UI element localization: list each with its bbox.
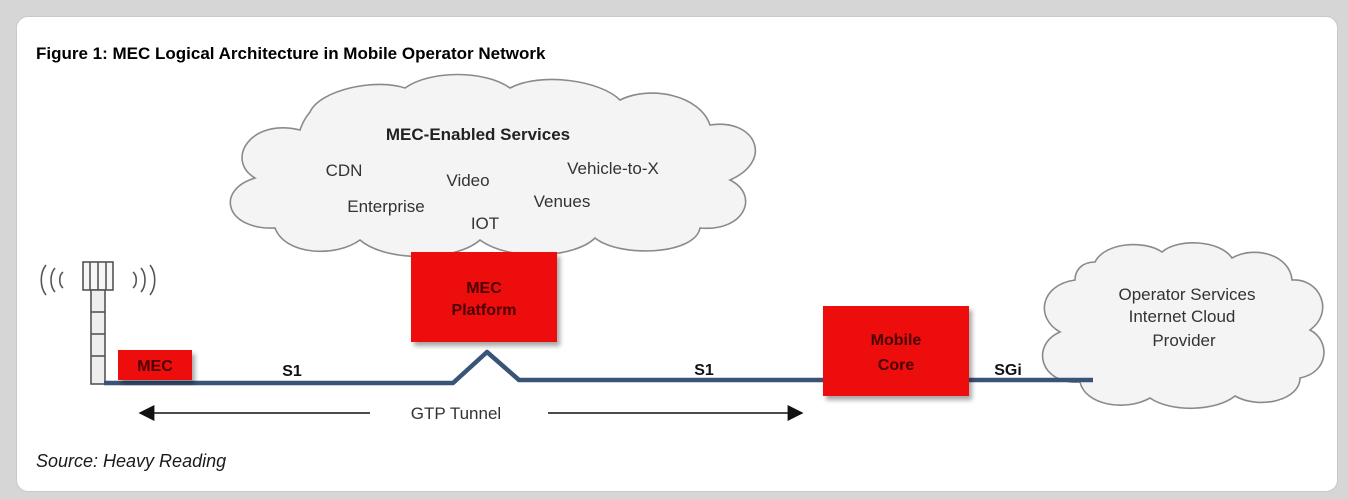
sgi-label: SGi (994, 362, 1022, 379)
mobile-core-label-1: Mobile (871, 332, 922, 349)
s1-label-right: S1 (694, 362, 714, 379)
service-enterprise: Enterprise (347, 197, 424, 216)
s1-label-left: S1 (282, 363, 302, 380)
mec-edge-box: MEC (118, 350, 192, 380)
service-venues: Venues (534, 192, 591, 211)
cell-tower-icon (40, 261, 156, 385)
mec-edge-label: MEC (137, 358, 173, 375)
services-heading: MEC-Enabled Services (386, 125, 570, 144)
service-vehicle-to-x: Vehicle-to-X (567, 159, 659, 178)
service-iot: IOT (471, 214, 499, 233)
mobile-core-box: Mobile Core (823, 306, 969, 396)
mobile-core-label-2: Core (878, 357, 915, 374)
figure-title: Figure 1: MEC Logical Architecture in Mo… (36, 44, 546, 63)
s1-link-line (104, 349, 826, 386)
mec-platform-label-2: Platform (452, 302, 517, 319)
mec-platform-box: MEC Platform (411, 252, 557, 342)
service-cdn: CDN (326, 161, 363, 180)
figure-source: Source: Heavy Reading (36, 451, 227, 471)
mec-platform-label-1: MEC (466, 280, 502, 297)
operator-cloud-line3: Provider (1152, 331, 1216, 350)
operator-cloud-line2: Internet Cloud (1129, 307, 1236, 326)
service-video: Video (446, 171, 489, 190)
gtp-tunnel-label: GTP Tunnel (411, 404, 501, 423)
operator-cloud-line1: Operator Services (1119, 285, 1256, 304)
services-cloud (229, 73, 757, 258)
